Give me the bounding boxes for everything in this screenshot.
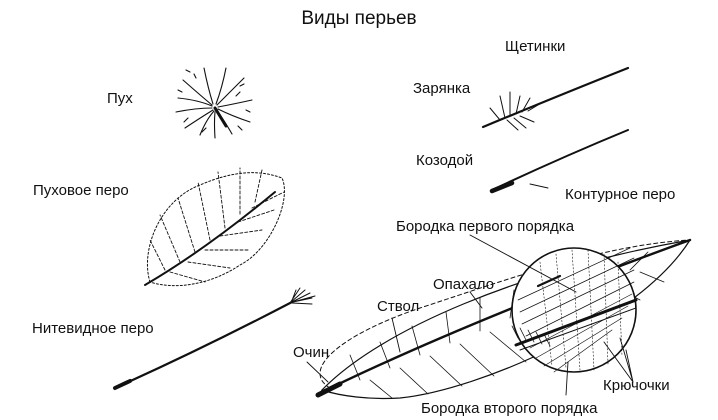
filoplume-illustration [113,287,316,390]
down-illustration [175,67,253,139]
down-feather-illustration [144,167,285,287]
label-down-feather: Пуховое перо [33,182,129,199]
leader-lines [306,183,634,396]
label-shaft: Ствол [377,298,420,315]
nightjar-bristle-illustration [489,129,629,194]
label-filoplume: Нитевидное перо [32,320,154,337]
label-bristles: Щетинки [505,38,566,55]
diagram-title: Виды перьев [301,8,417,29]
label-vane: Опахало [433,276,495,293]
label-calamus: Очин [293,344,330,361]
label-barbule: Бородка второго порядка [421,400,598,417]
magnified-detail-illustration [511,247,638,373]
label-contour-feather: Контурное перо [565,186,676,203]
label-robin: Зарянка [413,80,471,97]
label-hooklets: Крючочки [603,377,670,394]
label-barb: Бородка первого порядка [396,218,575,235]
label-down: Пух [107,90,133,107]
label-nightjar: Козодой [416,152,474,169]
robin-bristle-illustration [481,66,630,131]
